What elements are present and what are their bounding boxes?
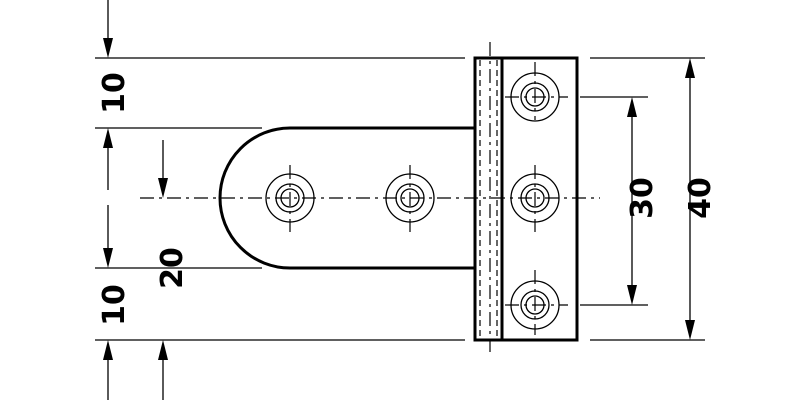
- dimension-line-30: [627, 97, 637, 305]
- hole-leaf-right: [385, 173, 435, 223]
- dimension-label-hole-spacing: 30: [625, 177, 660, 219]
- hole-knuckle-middle: [510, 173, 560, 223]
- dimension-label-overall-height: 40: [683, 177, 718, 219]
- hole-knuckle-top: [510, 72, 560, 122]
- dimension-line-bottom-10: [103, 205, 113, 400]
- extension-lines: [95, 57, 705, 341]
- dimension-label-top-offset: 10: [97, 72, 132, 114]
- dimension-line-20: [158, 140, 168, 400]
- dimension-line-40: [685, 58, 695, 340]
- hinge-outline: [218, 56, 579, 342]
- hole-leaf-left: [265, 173, 315, 223]
- dimension-label-bottom-offset: 10: [97, 284, 132, 326]
- dimension-label-width: 20: [155, 247, 190, 289]
- dimension-line-top-10: [103, 0, 113, 190]
- hole-knuckle-bottom: [510, 280, 560, 330]
